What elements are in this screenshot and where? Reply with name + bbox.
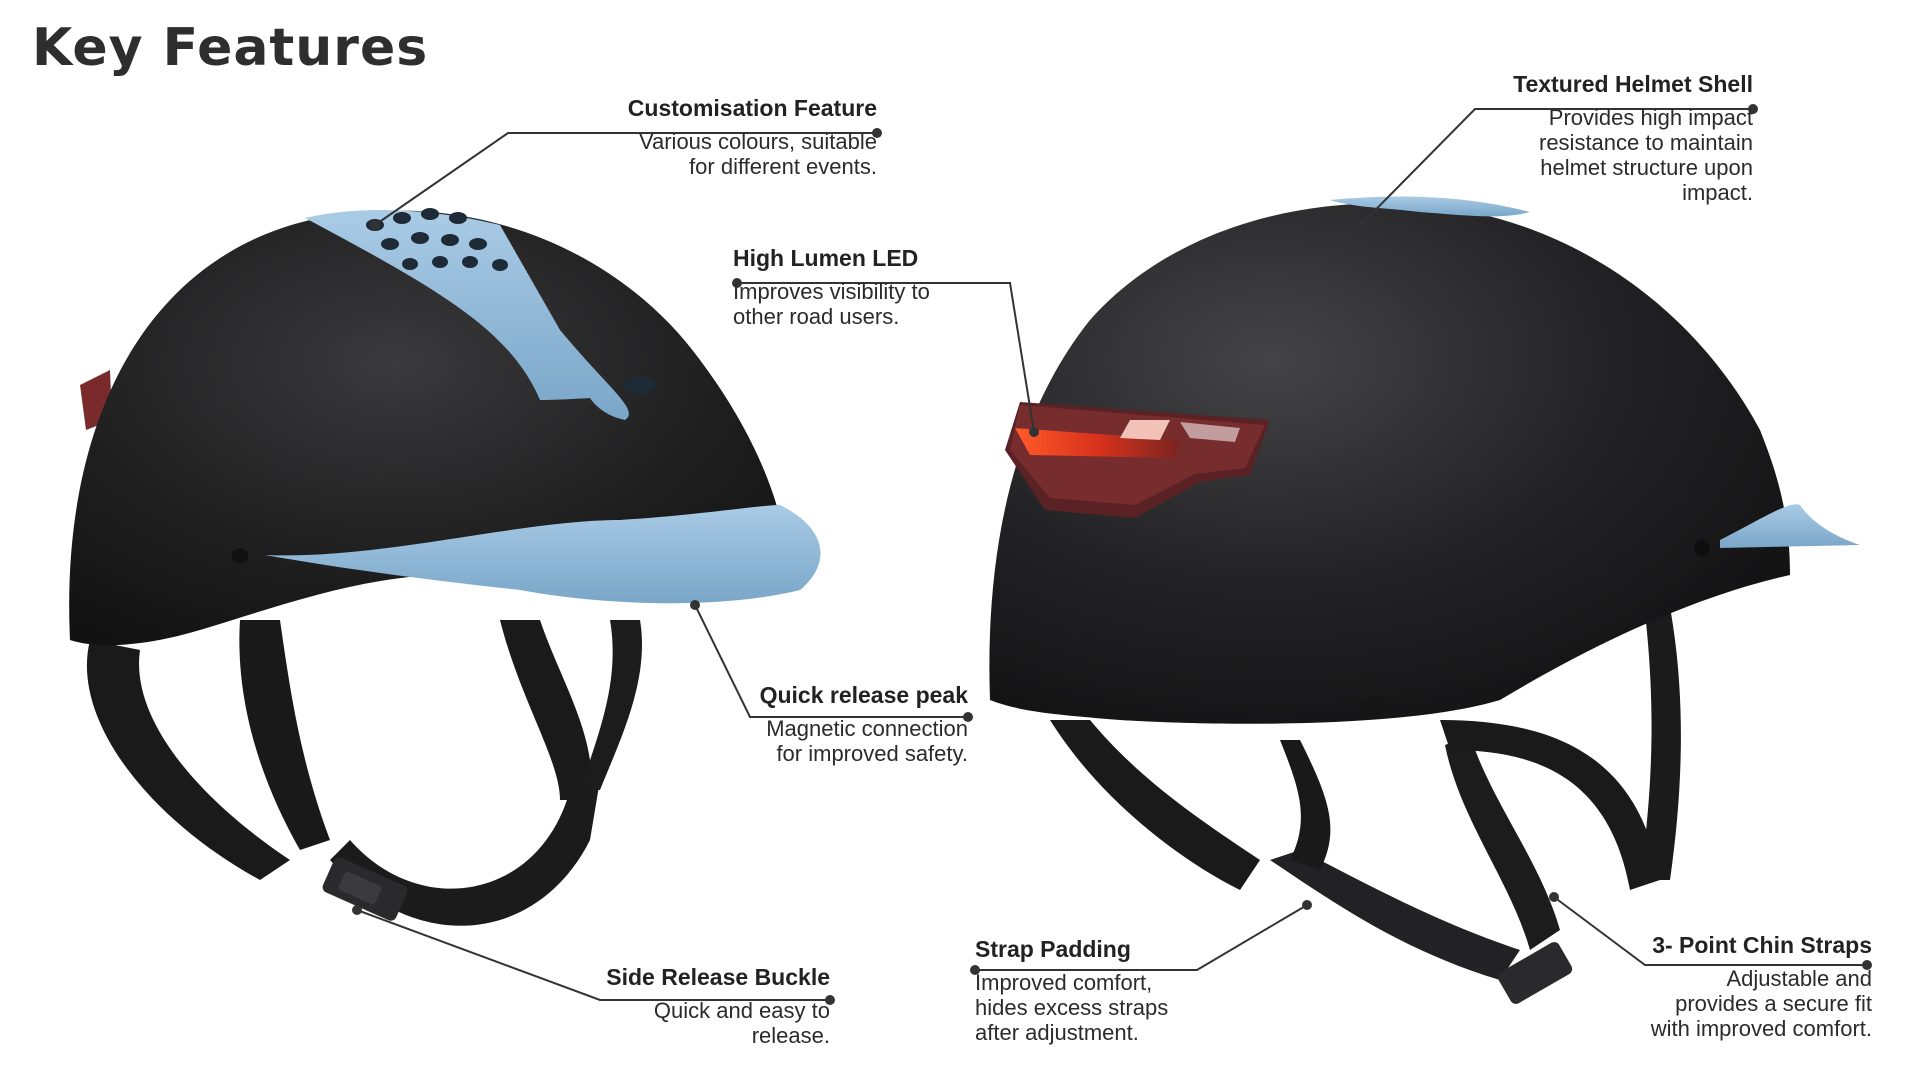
helmet-shell-right [989,203,1790,724]
callout-title: 3- Point Chin Straps [1652,932,1872,958]
side-release-buckle-right [1497,942,1573,1004]
blue-stripe-right [1330,196,1530,217]
callout-desc: Various colours, suitable for different … [638,129,877,179]
peak-magnet-left [232,548,248,564]
callout-shell: Textured Helmet Shell Provides high impa… [1333,71,1753,206]
rear-strap-right [1050,720,1260,890]
leader-led [737,282,1035,433]
rear-strap-left [86,640,290,880]
peak-strap-left [500,620,592,800]
callout-peak: Quick release peak Magnetic connection f… [608,682,968,767]
leader-shell [1329,108,1753,257]
leader-dots [352,104,1872,1005]
callout-buckle: Side Release Buckle Quick and easy to re… [470,964,830,1049]
callout-desc: Quick and easy to release. [653,998,830,1048]
callout-title: Textured Helmet Shell [1513,71,1753,97]
page-title: Key Features [32,18,429,78]
callout-customisation: Customisation Feature Various colours, s… [457,95,877,180]
callout-title: Side Release Buckle [606,964,830,990]
leader-lines [356,108,1867,1001]
callout-desc: Magnetic connection for improved safety. [766,716,968,766]
vent-holes [366,208,656,394]
high-lumen-led [1005,402,1270,518]
helmet-right [989,196,1860,1004]
callout-title: Quick release peak [759,682,968,708]
arc-strap-right [1440,720,1660,890]
strap-padding [1270,850,1520,980]
quick-release-peak [265,505,821,604]
helmet-left [69,208,821,926]
front-strap-right [1280,740,1331,870]
leader-chin [1553,896,1867,966]
blue-stripe-left [305,209,629,420]
callout-led: High Lumen LED Improves visibility to ot… [733,245,1093,330]
callout-desc: Improved comfort, hides excess straps af… [975,970,1169,1045]
leader-customisation [374,132,877,226]
callout-chin-straps: 3- Point Chin Straps Adjustable and prov… [1512,932,1872,1042]
front-strap-left [239,620,330,850]
callout-padding: Strap Padding Improved comfort, hides ex… [975,936,1335,1046]
callout-desc: Improves visibility to other road users. [733,279,930,329]
callout-desc: Adjustable and provides a secure fit wit… [1650,966,1872,1041]
leader-buckle [356,909,830,1001]
front-strap-right-2 [1640,560,1681,880]
callout-desc: Provides high impact resistance to maint… [1539,105,1753,205]
peak-right [1720,504,1860,548]
chin-strap-right [1445,735,1560,950]
callout-title: High Lumen LED [733,245,919,271]
peak-magnet-right [1694,540,1710,556]
leader-padding [975,904,1308,971]
leader-peak [694,604,968,718]
side-release-buckle [322,857,408,921]
callout-title: Customisation Feature [627,95,877,121]
callout-title: Strap Padding [975,936,1131,962]
side-strap-left [580,620,642,790]
rivet-right [1364,696,1386,718]
